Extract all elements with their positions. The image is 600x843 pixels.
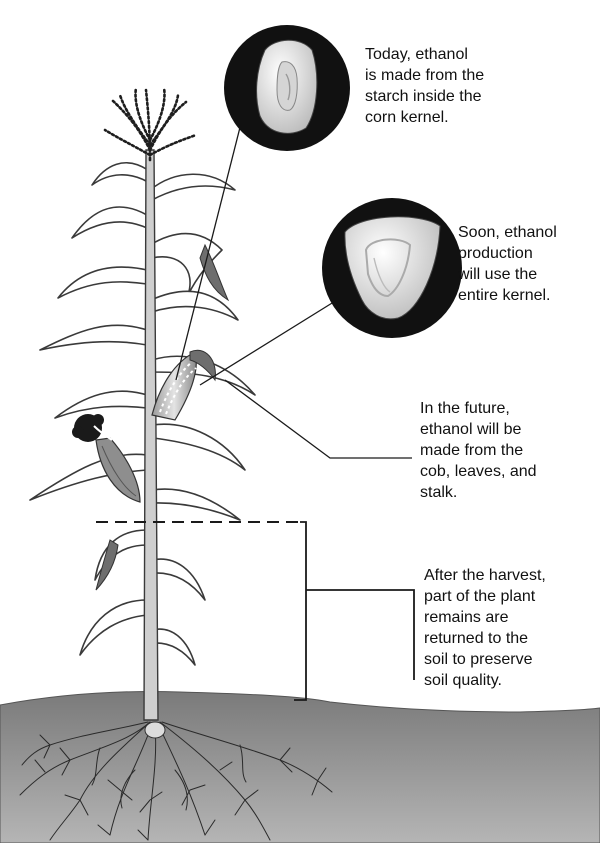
soil-ground	[0, 692, 600, 843]
caption-harvest: After the harvest, part of the plant rem…	[424, 565, 598, 691]
caption-soon: Soon, ethanol production will use the en…	[458, 222, 598, 306]
soil-return-bracket	[294, 522, 414, 700]
root-crown	[145, 722, 165, 738]
kernel-entire-icon	[322, 198, 462, 338]
tassel	[105, 88, 196, 160]
caption-future: In the future, ethanol will be made from…	[420, 398, 590, 503]
kernel-starch-icon	[224, 25, 350, 151]
leaves	[30, 163, 255, 665]
corn-stalk	[144, 150, 158, 720]
caption-today: Today, ethanol is made from the starch i…	[365, 44, 535, 128]
